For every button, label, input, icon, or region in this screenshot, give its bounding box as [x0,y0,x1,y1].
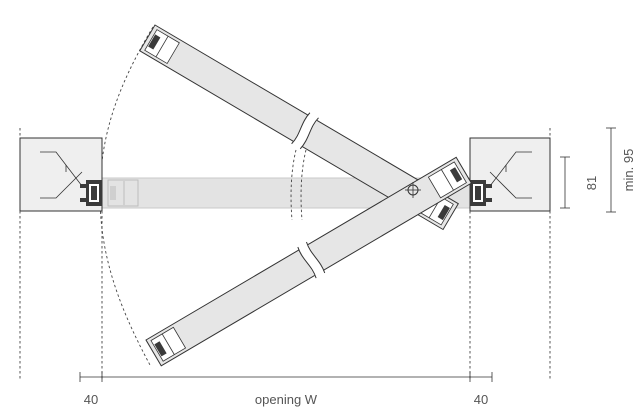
door-leaf-open-lower [145,156,473,367]
pivot-crosshair-icon [405,182,421,198]
seal-profile-icon [470,180,492,206]
right-depth-label: 40 [474,392,488,407]
extension-lines [19,128,551,380]
thickness-dimension [560,156,570,209]
left-wall-block [19,137,103,212]
break-dashed-lines [290,149,307,221]
min-depth-dimension [606,127,616,213]
opening-width-label: opening W [255,392,318,407]
thickness-label: 81 [584,176,599,190]
right-wall-block [469,137,551,212]
swing-arc [99,26,154,366]
seal-profile-icon [80,180,102,206]
left-depth-label: 40 [84,392,98,407]
min-depth-label: min. 95 [621,149,636,192]
bottom-dimension [79,372,493,382]
